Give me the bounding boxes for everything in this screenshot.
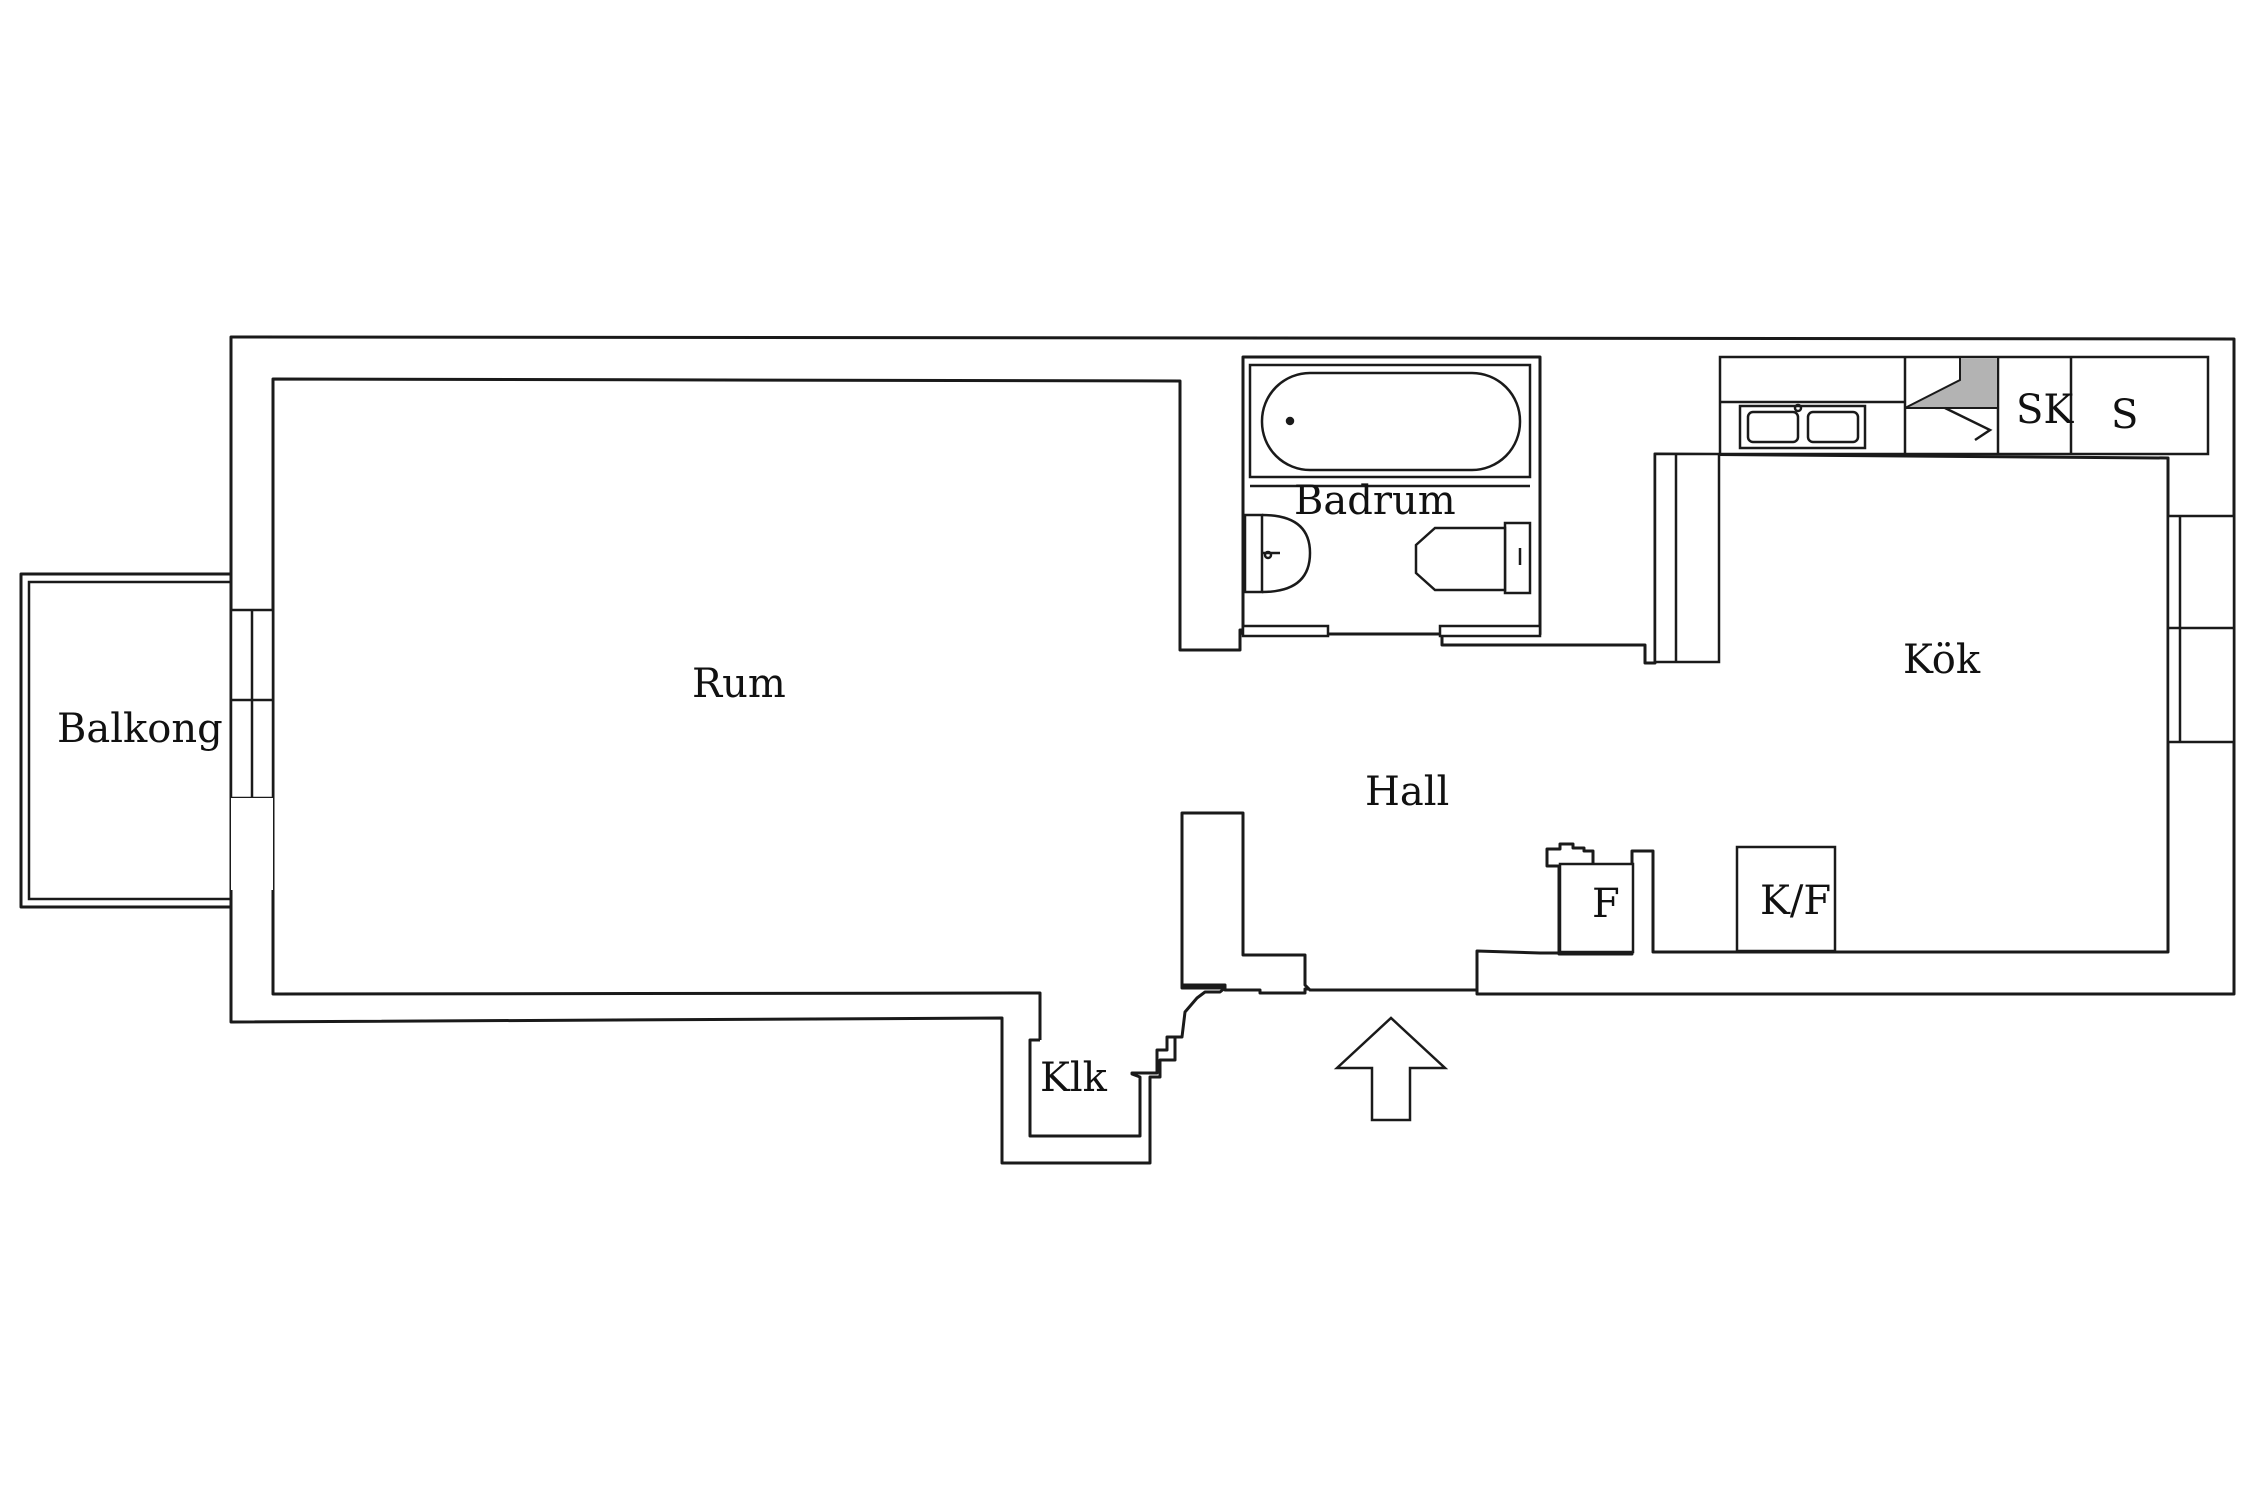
balcony-outline: [19, 572, 233, 909]
label-kok: Kök: [1903, 637, 1981, 683]
balcony-door-gap: [231, 798, 273, 890]
label-sk: SK: [2016, 387, 2074, 433]
stove-hood-icon: [1904, 356, 1999, 442]
washbasin-icon: [1243, 513, 1312, 594]
label-balkong: Balkong: [57, 706, 223, 752]
label-f: F: [1592, 881, 1620, 927]
fridge-freezer: [1735, 845, 1837, 953]
entrance-arrow-icon: [1333, 1016, 1449, 1122]
wardrobe-f: [1558, 862, 1635, 954]
klk-closet: [1040, 1040, 1130, 1130]
bathtub-icon: [1248, 363, 1532, 479]
label-rum: Rum: [692, 661, 786, 707]
label-badrum: Badrum: [1294, 478, 1456, 524]
label-klk: Klk: [1040, 1055, 1108, 1101]
label-s: S: [2111, 392, 2138, 438]
label-kf: K/F: [1760, 878, 1831, 924]
label-hall: Hall: [1365, 769, 1449, 815]
kitchen-sink-icon: [1738, 403, 1867, 450]
toilet-icon: [1414, 521, 1532, 595]
kitchen-partition: [1653, 452, 1721, 664]
